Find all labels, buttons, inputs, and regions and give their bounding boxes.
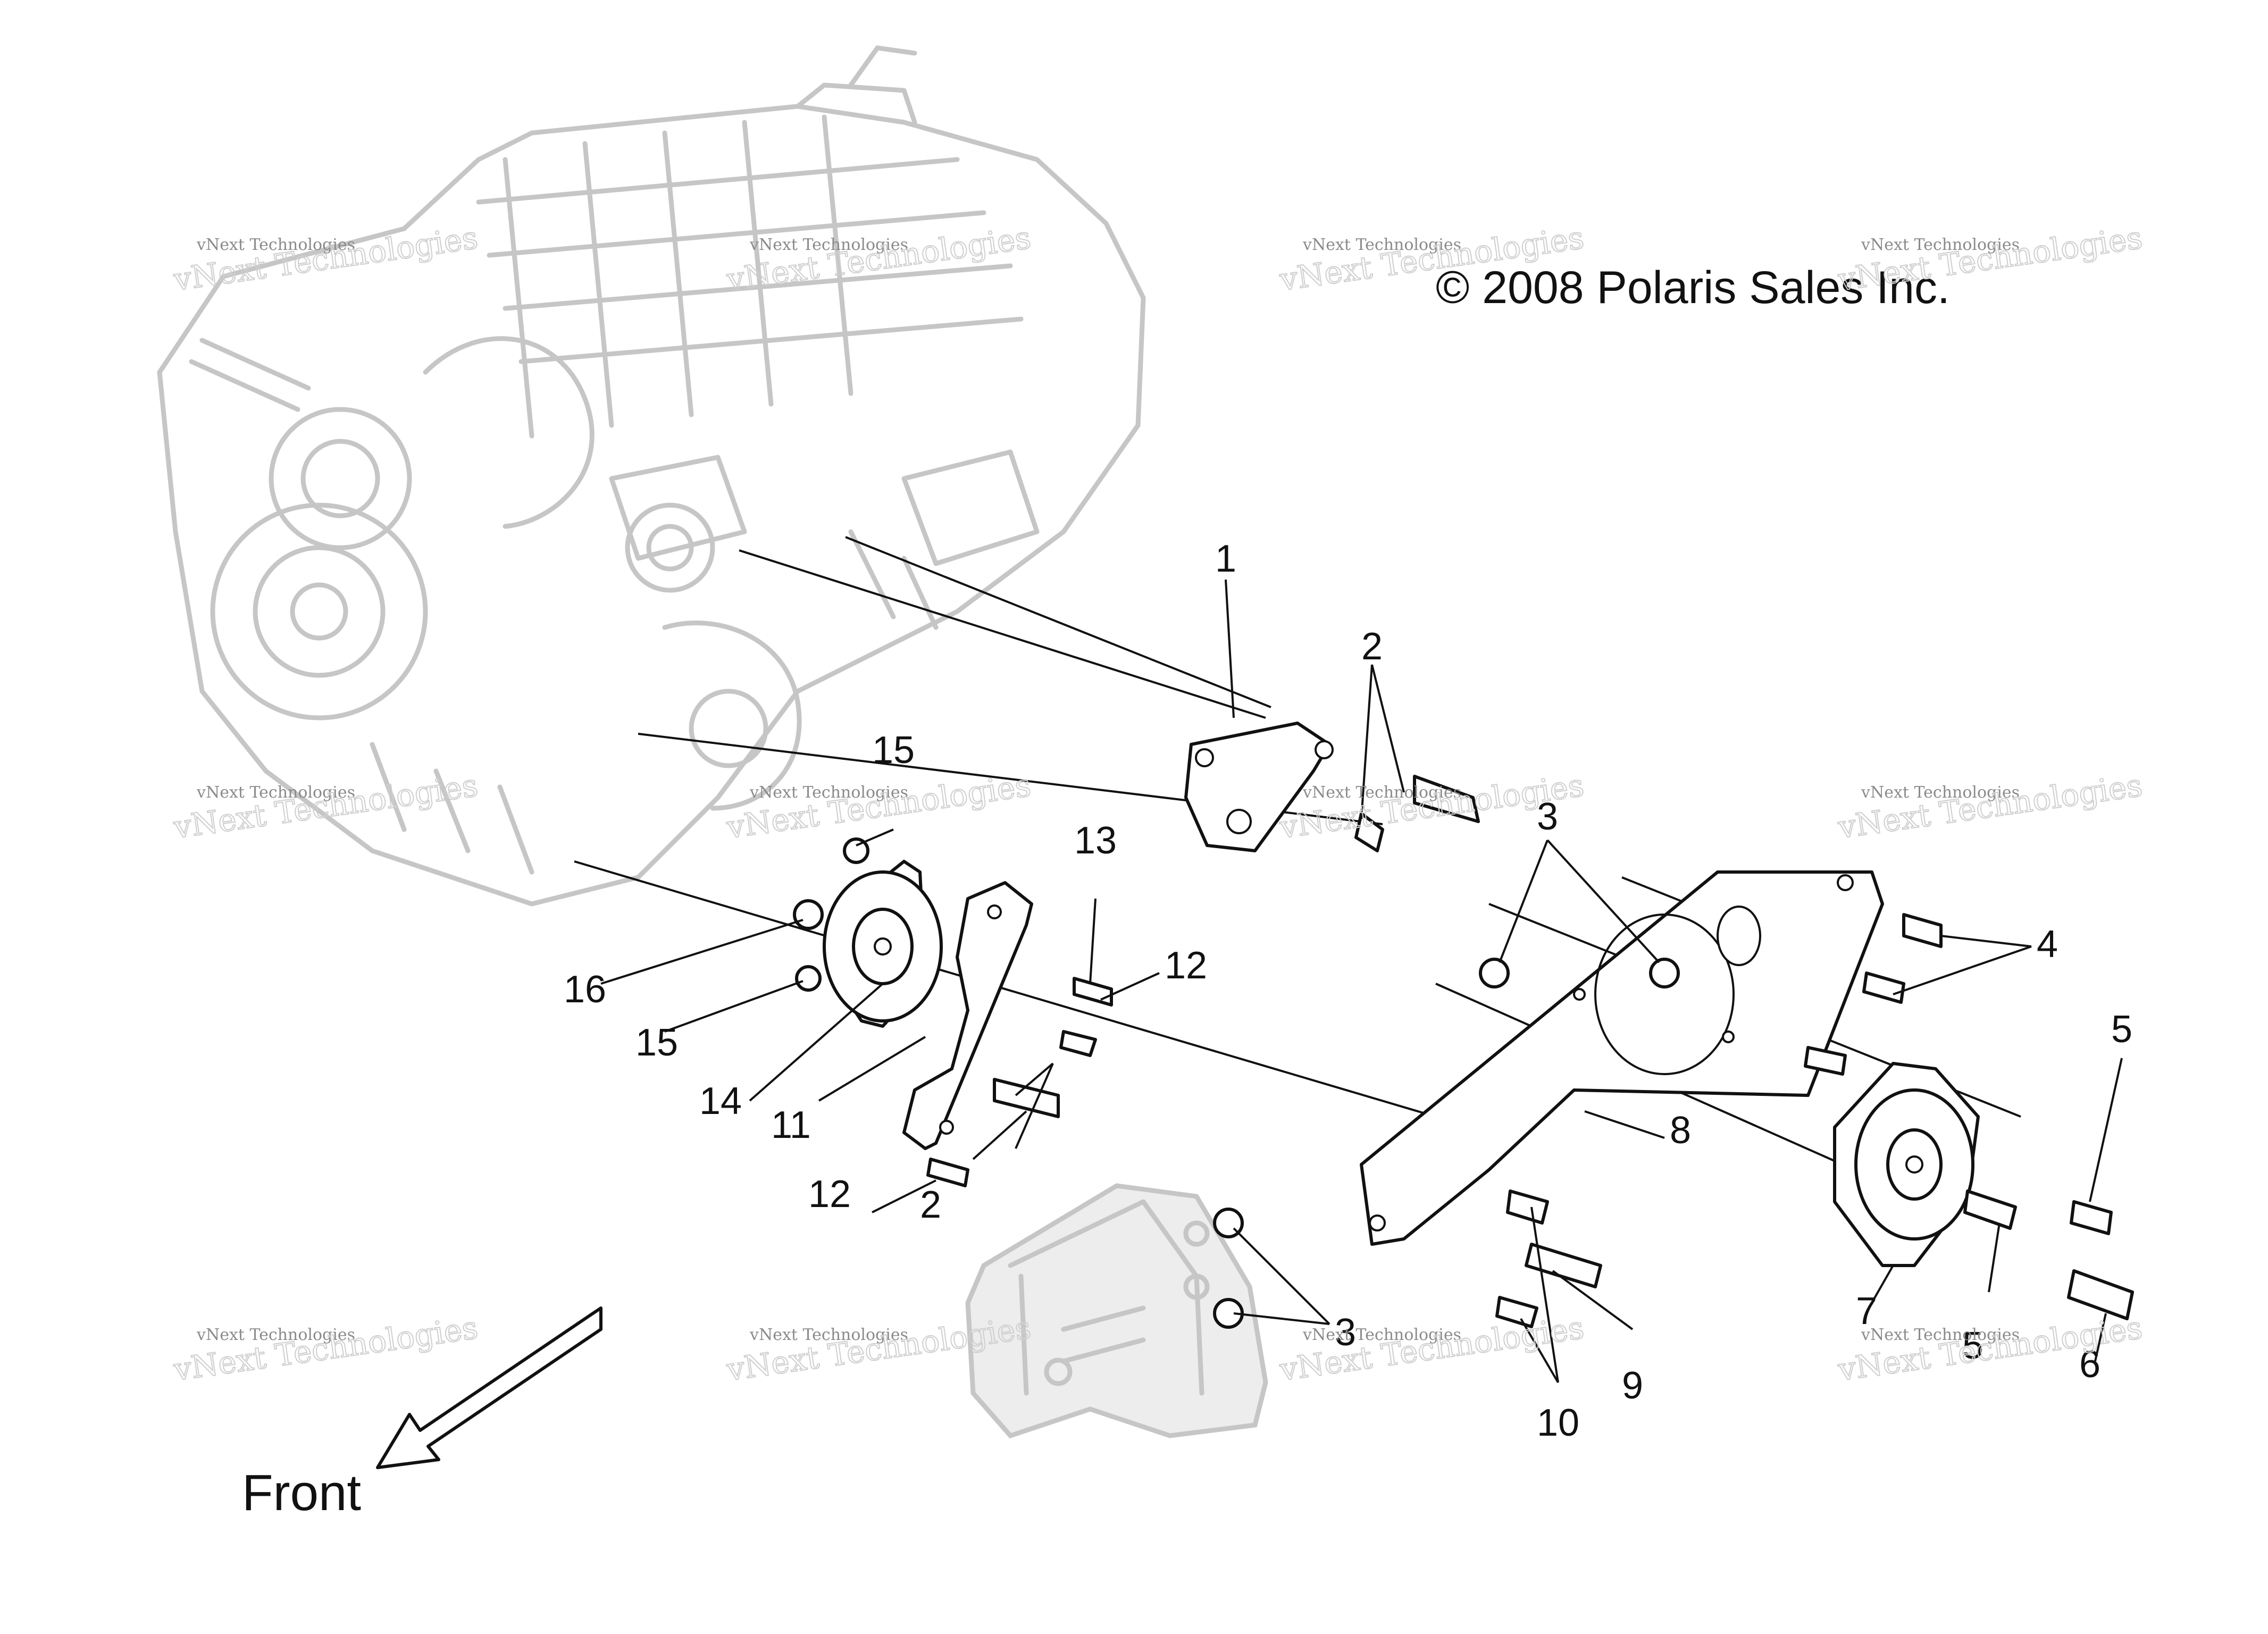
callout-1: 1	[1215, 538, 1236, 580]
part-7-rear-mount	[1833, 1062, 1980, 1267]
callout-10: 10	[1537, 1402, 1579, 1444]
watermark: vNext Technologies vNext Technologies	[1835, 219, 2145, 299]
svg-text:vNext Technologies: vNext Technologies	[1861, 236, 2020, 254]
callout-labels: 1 2 2 3 3 4 5 5 6 7 8 9 10 11 12 12 13 1…	[564, 538, 2132, 1444]
callout-15: 15	[872, 729, 915, 772]
callout-12: 12	[1165, 944, 1207, 987]
svg-text:vNext Technologies: vNext Technologies	[171, 767, 480, 846]
callout-4: 4	[2037, 923, 2058, 966]
svg-text:vNext Technologies: vNext Technologies	[1861, 1326, 2020, 1344]
svg-text:vNext Technologies: vNext Technologies	[196, 1326, 355, 1344]
callout-13: 13	[1074, 819, 1117, 862]
callout-8: 8	[1670, 1109, 1691, 1152]
callout-2: 2	[1361, 625, 1383, 668]
watermark: vNext Technologies vNext Technologies	[171, 219, 481, 299]
svg-text:vNext Technologies: vNext Technologies	[724, 767, 1033, 846]
callout-12: 12	[808, 1173, 851, 1216]
front-label: Front	[242, 1464, 361, 1521]
svg-text:vNext Technologies: vNext Technologies	[749, 783, 908, 802]
part-8-rear-bracket	[1360, 870, 1884, 1246]
watermark: vNext Technologies vNext Technologies	[171, 767, 481, 847]
copyright-notice: © 2008 Polaris Sales Inc.	[1436, 262, 1950, 313]
svg-text:vNext Technologies: vNext Technologies	[1861, 783, 2020, 802]
frame-bracket-ghost	[965, 1183, 1268, 1439]
callout-5: 5	[1962, 1325, 1984, 1367]
part-14-engine-mount	[823, 860, 943, 1028]
callout-5: 5	[2111, 1008, 2132, 1051]
svg-text:vNext Technologies: vNext Technologies	[1302, 1326, 1461, 1344]
svg-text:vNext Technologies: vNext Technologies	[1836, 767, 2145, 846]
callout-14: 14	[699, 1080, 742, 1122]
svg-text:vNext Technologies: vNext Technologies	[749, 236, 908, 254]
svg-text:vNext Technologies: vNext Technologies	[1836, 220, 2145, 298]
callout-3: 3	[1335, 1311, 1356, 1354]
svg-text:vNext Technologies: vNext Technologies	[1277, 1310, 1586, 1388]
callout-leaders	[600, 579, 2123, 1384]
part-1-mount-plate	[1184, 722, 1334, 852]
svg-text:vNext Technologies: vNext Technologies	[1302, 236, 1461, 254]
svg-text:vNext Technologies: vNext Technologies	[196, 783, 355, 802]
svg-text:vNext Technologies: vNext Technologies	[171, 220, 480, 298]
watermark: vNext Technologies vNext Technologies	[1835, 767, 2145, 847]
callout-2: 2	[920, 1184, 941, 1226]
svg-text:vNext Technologies: vNext Technologies	[171, 1310, 480, 1388]
arrow-icon	[376, 1306, 602, 1469]
watermark: vNext Technologies vNext Technologies	[724, 767, 1034, 847]
callout-7: 7	[1856, 1290, 1877, 1333]
callout-9: 9	[1622, 1364, 1643, 1407]
assembly-lines	[574, 536, 2021, 1197]
callout-16: 16	[564, 968, 606, 1011]
watermark: vNext Technologies vNext Technologies	[171, 1309, 481, 1389]
svg-text:vNext Technologies: vNext Technologies	[749, 1326, 908, 1344]
part-11-bracket	[902, 881, 1033, 1150]
svg-text:vNext Technologies: vNext Technologies	[1302, 783, 1461, 802]
callout-11: 11	[771, 1104, 811, 1146]
svg-text:vNext Technologies: vNext Technologies	[196, 236, 355, 254]
callout-6: 6	[2079, 1343, 2100, 1386]
part-2-bolts-upper	[1354, 775, 1480, 852]
callout-3: 3	[1537, 795, 1558, 838]
watermark: vNext Technologies vNext Technologies	[1277, 1309, 1587, 1389]
front-arrow: Front	[242, 1306, 602, 1521]
engine-ghost	[157, 45, 1146, 907]
callout-15: 15	[635, 1021, 678, 1064]
